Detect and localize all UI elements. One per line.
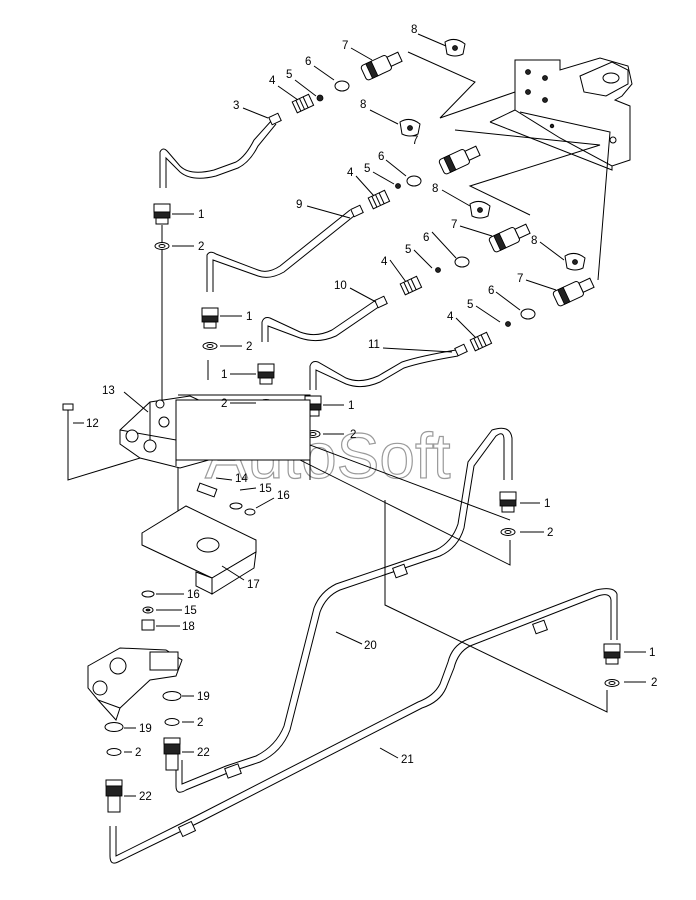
callout-label: 6 [305, 56, 311, 68]
callout-leaders [73, 33, 646, 797]
valve-assembly-row-2 [350, 118, 481, 218]
callout-label: 11 [368, 339, 380, 351]
callout-label: 7 [451, 219, 457, 231]
callout-label: 6 [488, 285, 494, 297]
callout-label: 4 [347, 167, 354, 179]
callout-label: 6 [378, 151, 384, 163]
callout-label: 5 [405, 244, 411, 256]
mounting-plate [141, 505, 257, 595]
nut-and-washers [141, 590, 155, 631]
lower-bracket [87, 647, 183, 721]
callout-label: 8 [360, 99, 366, 111]
valve-assembly-row-3 [374, 200, 531, 309]
callout-label: 8 [531, 235, 537, 247]
callout-label: 1 [246, 311, 252, 323]
callout-label: 4 [447, 311, 454, 323]
callout-label: 3 [233, 100, 239, 112]
callout-label: 22 [197, 747, 210, 759]
callout-label: 2 [198, 241, 204, 253]
bolt [62, 403, 74, 450]
callout-label: 5 [364, 163, 370, 175]
callout-label: 7 [342, 40, 348, 52]
callout-label: 8 [432, 183, 438, 195]
callout-label: 5 [286, 69, 292, 81]
callout-label: 1 [348, 400, 354, 412]
callout-label: 17 [247, 579, 260, 591]
bolt-and-washers-14-15-16 [196, 482, 256, 516]
callout-label: 2 [246, 341, 252, 353]
callout-label: 5 [467, 299, 473, 311]
callout-label: 2 [350, 429, 356, 441]
callout-label: 2 [547, 527, 553, 539]
pipes-upper [159, 119, 459, 390]
callout-label: 7 [517, 273, 523, 285]
callout-label: 16 [277, 490, 290, 502]
valve-block [119, 395, 311, 469]
callout-label: 21 [401, 754, 414, 766]
callout-label: 2 [651, 677, 657, 689]
callout-label: 16 [187, 589, 200, 601]
callout-label: 6 [423, 232, 429, 244]
valve-assembly-row-4 [454, 252, 595, 357]
callout-label: 18 [182, 621, 195, 633]
callout-label: 20 [364, 640, 377, 652]
pipes-lower [109, 427, 618, 864]
callout-label: 7 [412, 135, 418, 147]
callout-label: 14 [235, 473, 248, 485]
callout-label: 13 [102, 385, 115, 397]
callout-label: 19 [139, 723, 152, 735]
callout-label: 2 [221, 398, 227, 410]
callout-label: 2 [197, 717, 203, 729]
callout-labels: 8 7 6 5 4 3 8 6 7 5 4 8 9 7 6 8 5 4 10 6… [86, 24, 657, 803]
callout-label: 4 [381, 256, 388, 268]
callout-label: 1 [649, 647, 655, 659]
callout-label: 15 [184, 605, 197, 617]
mounting-bracket-top [489, 57, 633, 171]
callout-label: 10 [334, 280, 347, 292]
callout-label: 15 [259, 483, 272, 495]
valve-assembly-row-1 [268, 38, 466, 126]
callout-label: 8 [411, 24, 417, 36]
lower-fittings [104, 691, 182, 813]
callout-label: 1 [198, 209, 204, 221]
callout-label: 22 [139, 791, 152, 803]
callout-label: 19 [197, 691, 210, 703]
callout-label: 9 [296, 199, 302, 211]
callout-label: 2 [135, 747, 141, 759]
callout-label: 1 [221, 369, 227, 381]
callout-label: 1 [544, 498, 550, 510]
callout-label: 4 [269, 75, 276, 87]
callout-label: 12 [86, 418, 99, 430]
